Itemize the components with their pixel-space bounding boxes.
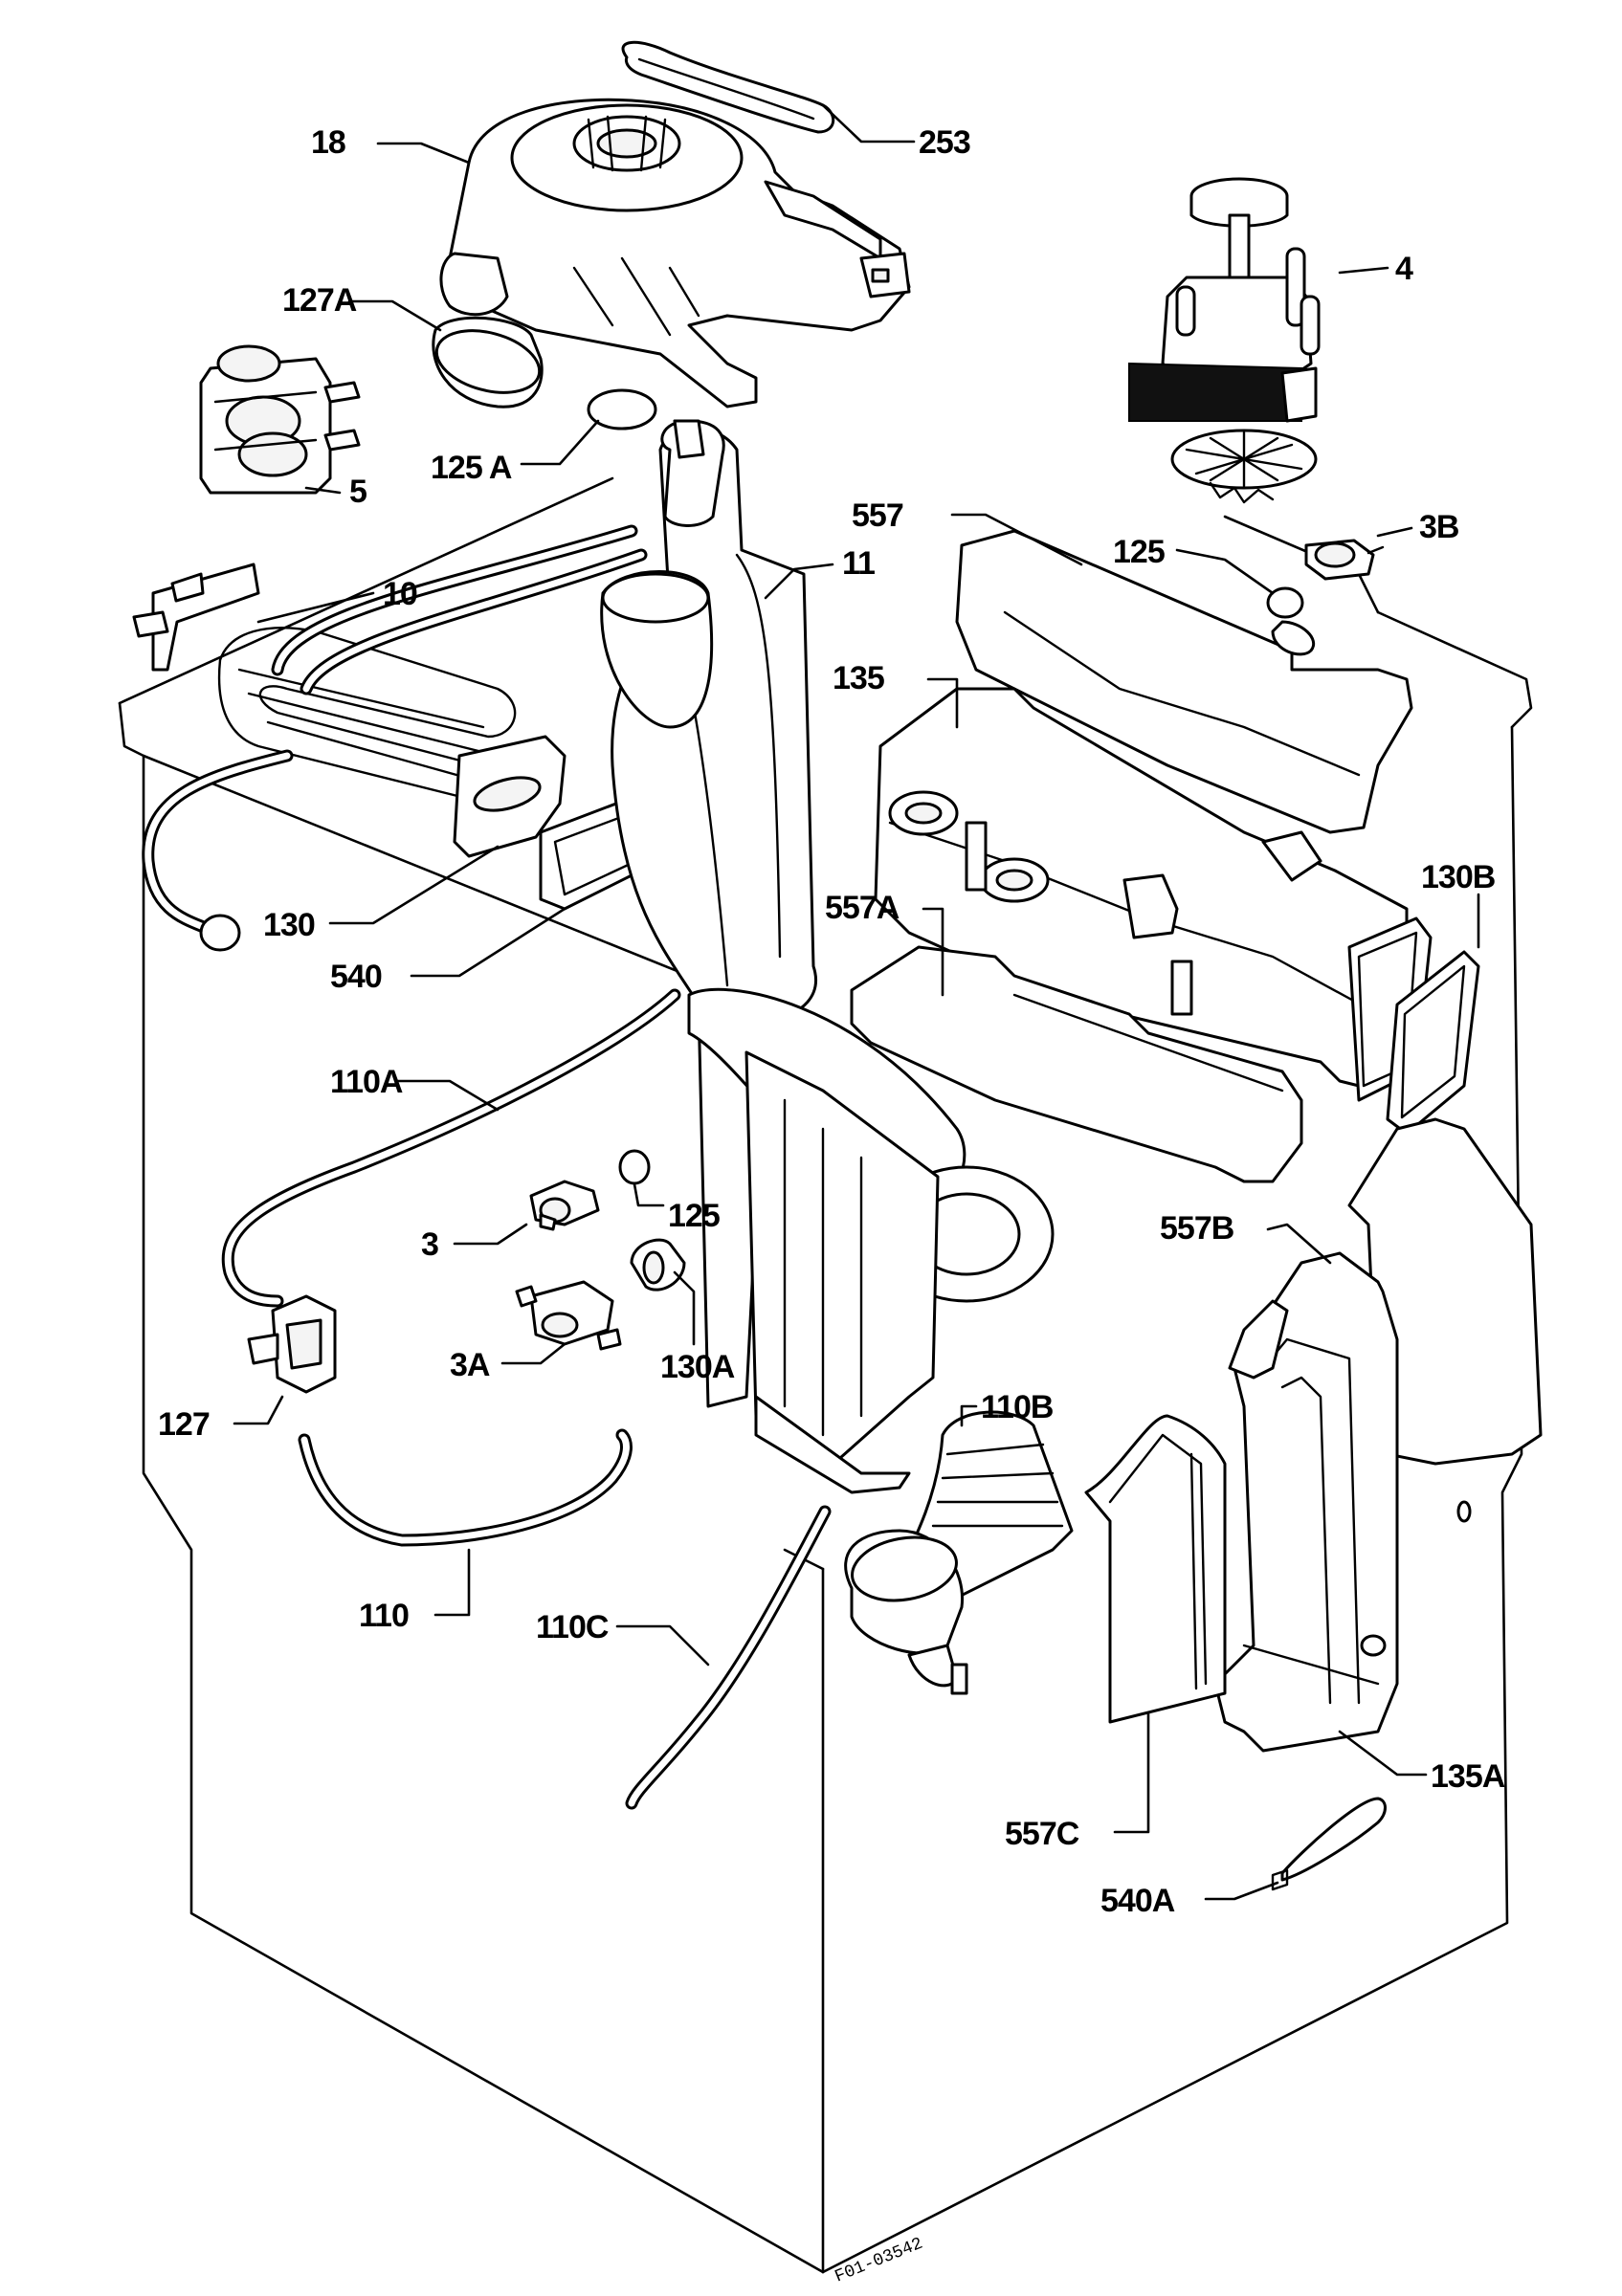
o-ring-125-top (1266, 586, 1304, 619)
label-3B: 3B (1419, 509, 1459, 545)
thermostat-3A (515, 1280, 622, 1351)
label-125-mid: 125 (668, 1198, 720, 1234)
label-540: 540 (330, 959, 382, 995)
hose-110C (625, 1505, 832, 1810)
label-540A: 540A (1100, 1883, 1175, 1919)
label-125-top: 125 (1113, 534, 1165, 570)
label-5: 5 (349, 474, 367, 510)
cover-557 (955, 529, 1413, 834)
label-130A: 130A (660, 1349, 735, 1385)
fan-housing (439, 98, 911, 408)
label-130B: 130B (1421, 859, 1496, 895)
gasket-130B (1386, 950, 1480, 1136)
label-557A: 557A (825, 890, 900, 926)
sensor-127 (247, 1294, 337, 1394)
label-253: 253 (919, 124, 970, 161)
hose-110A (221, 988, 681, 1308)
gasket-540A (1271, 1797, 1387, 1891)
hose-110 (298, 1428, 633, 1547)
o-ring-125-mid (618, 1149, 651, 1185)
bellow-110B (844, 1410, 1074, 1695)
label-110: 110 (359, 1598, 409, 1634)
label-110A: 110A (330, 1064, 403, 1100)
heater-housing-135 (874, 687, 1433, 1102)
label-18: 18 (311, 124, 345, 161)
o-ring-125A (587, 388, 657, 430)
label-10: 10 (383, 576, 417, 612)
pump-motor (1128, 177, 1321, 504)
thermostat-3 (529, 1180, 600, 1231)
label-125A: 125 A (431, 450, 512, 486)
label-11: 11 (842, 545, 875, 582)
part-labels: 18 253 4 127A 5 125 A 557 3B 125 10 11 1… (158, 124, 1506, 1919)
label-110B: 110B (981, 1389, 1054, 1425)
water-valve (199, 344, 361, 495)
cover-557C (1084, 1414, 1227, 1724)
cover-557A (850, 945, 1303, 1183)
label-127A: 127A (282, 282, 357, 319)
duct-ring-127A (432, 316, 544, 408)
label-557B: 557B (1160, 1210, 1234, 1247)
drive-belt (621, 40, 835, 134)
leader-lines (233, 103, 1480, 1901)
label-3: 3 (421, 1226, 438, 1263)
label-110C: 110C (536, 1609, 609, 1645)
heater-element (132, 524, 648, 952)
rear-duct-135A (1213, 1117, 1543, 1753)
label-4: 4 (1395, 251, 1413, 287)
label-557: 557 (852, 497, 903, 534)
label-135A: 135A (1431, 1758, 1505, 1795)
label-135: 135 (833, 660, 884, 696)
main-air-duct (600, 419, 1055, 1494)
label-127: 127 (158, 1406, 210, 1443)
thermostat-3B (1304, 539, 1385, 581)
label-557C: 557C (1005, 1816, 1079, 1852)
label-3A: 3A (450, 1347, 490, 1383)
ring-130A (630, 1238, 686, 1292)
label-130: 130 (263, 907, 315, 943)
